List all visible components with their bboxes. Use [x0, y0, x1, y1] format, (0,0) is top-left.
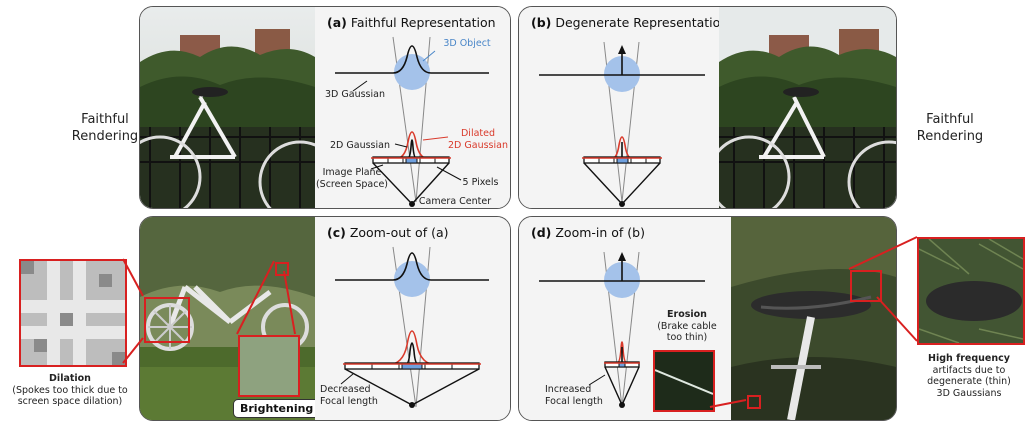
erosion-line1: (Brake cable: [657, 320, 717, 332]
hf-line1: artifacts due to: [932, 364, 1006, 376]
high-frequency-photo: [731, 217, 896, 420]
panel-c-title: (c) Zoom-out of (a): [327, 225, 449, 240]
increased-focal-label: Increased Focal length: [545, 384, 615, 407]
decreased-line2: Focal length: [320, 395, 378, 407]
brightening-box-small: [275, 262, 289, 276]
left-faithful-rendering-label: Faithful Rendering: [60, 111, 150, 145]
panel-d-tag: (d): [531, 225, 552, 240]
dilation-zoom: [19, 259, 127, 367]
dilated-label-line2: 2D Gaussian: [448, 139, 508, 151]
increased-line2: Focal length: [545, 395, 603, 407]
pixels-label: 5 Pixels: [462, 177, 499, 188]
dilation-line2: screen space dilation): [17, 396, 123, 407]
dilation-zoom-pixels: [21, 261, 125, 365]
dilation-line1: (Spokes too thick due to: [12, 384, 128, 396]
bike-saddle: [751, 291, 871, 319]
hf-zoom-texture: [919, 239, 1023, 343]
diagram-b: (b) Degenerate Representation: [519, 7, 728, 208]
gaussian-2d-curve: [406, 139, 418, 160]
panel-c-tag: (c): [327, 225, 346, 240]
panel-d-title-text: Zoom-in of (b): [555, 225, 645, 240]
right-label-line1: Faithful: [926, 112, 974, 127]
panel-a: (a) Faithful Representation: [139, 6, 511, 209]
brightening-zoom: [238, 335, 300, 397]
erosion-line2: too thin): [666, 332, 708, 343]
object-3d-circle: [394, 54, 430, 90]
panel-b: (b) Degenerate Representation: [518, 6, 897, 209]
dilation-title: Dilation: [49, 373, 91, 384]
image-plane-line2: (Screen Space): [315, 178, 389, 190]
panel-a-title-text: Faithful Representation: [350, 15, 496, 30]
gaussian-3d-label: 3D Gaussian: [325, 89, 385, 100]
dilated-label: Dilated 2D Gaussian: [446, 128, 510, 151]
right-faithful-rendering-label: Faithful Rendering: [905, 111, 995, 145]
diagram-c-svg: [335, 246, 489, 408]
panel-c-title-text: Zoom-out of (a): [349, 225, 449, 240]
panel-a-title: (a) Faithful Representation: [327, 15, 496, 30]
panel-c: Brightening (c) Zoom-out of (a) De: [139, 216, 511, 421]
erosion-box-small: [747, 395, 761, 409]
left-label-line1: Faithful: [81, 112, 129, 127]
erosion-zoom: [653, 350, 715, 412]
hf-line2: degenerate (thin): [927, 376, 1011, 387]
camera-center-dot: [409, 201, 415, 207]
panel-d-title: (d) Zoom-in of (b): [531, 225, 645, 240]
object-3d-label: 3D Object: [443, 38, 491, 49]
panel-b-tag: (b): [531, 15, 552, 30]
panel-b-title: (b) Degenerate Representation: [531, 15, 728, 30]
panel-d: (d) Zoom-in of (b) Erosion (Brake cable …: [518, 216, 897, 421]
erosion-title: Erosion: [667, 309, 707, 320]
faithful-photo-right: [719, 7, 896, 208]
hf-caption: High frequency artifacts due to degenera…: [905, 353, 1033, 399]
erosion-zoom-cable: [655, 352, 713, 410]
hf-title: High frequency: [928, 353, 1010, 364]
image-plane-label: Image Plane (Screen Space): [312, 167, 392, 190]
decreased-focal-label: Decreased Focal length: [320, 384, 390, 407]
diagram-c: (c) Zoom-out of (a) Decreased Focal leng…: [315, 217, 510, 420]
dilated-gaussian-curve: [394, 131, 430, 160]
hf-line3: 3D Gaussians: [936, 387, 1002, 399]
left-label-line2: Rendering: [71, 129, 139, 144]
brightening-badge: Brightening: [233, 399, 321, 418]
diagram-b-svg: [539, 41, 705, 207]
dilated-label-line1: Dilated: [460, 128, 495, 139]
image-plane-line1: Image Plane: [322, 167, 382, 178]
erosion-caption: Erosion (Brake cable too thin): [647, 309, 727, 344]
hf-box-small: [850, 270, 882, 302]
right-label-line2: Rendering: [916, 129, 984, 144]
panel-a-tag: (a): [327, 15, 347, 30]
diagram-a-svg: [335, 36, 489, 207]
dilation-caption: Dilation (Spokes too thick due to screen…: [0, 373, 140, 408]
gaussian-2d-label: 2D Gaussian: [330, 140, 390, 151]
diagram-d: (d) Zoom-in of (b) Erosion (Brake cable …: [519, 217, 731, 420]
faithful-photo-left: [140, 7, 315, 208]
decreased-line1: Decreased: [320, 384, 371, 395]
gaussian-3d-curve: [335, 45, 489, 74]
increased-line1: Increased: [545, 384, 592, 395]
panel-b-title-text: Degenerate Representation: [555, 15, 729, 30]
diagram-a: (a) Faithful Representation: [315, 7, 510, 208]
dilation-box: [144, 297, 190, 343]
diagram-d-svg: [539, 251, 705, 408]
center-pixel: [405, 156, 418, 164]
hf-zoom: [917, 237, 1025, 345]
camera-center-label: Camera Center: [418, 196, 492, 207]
